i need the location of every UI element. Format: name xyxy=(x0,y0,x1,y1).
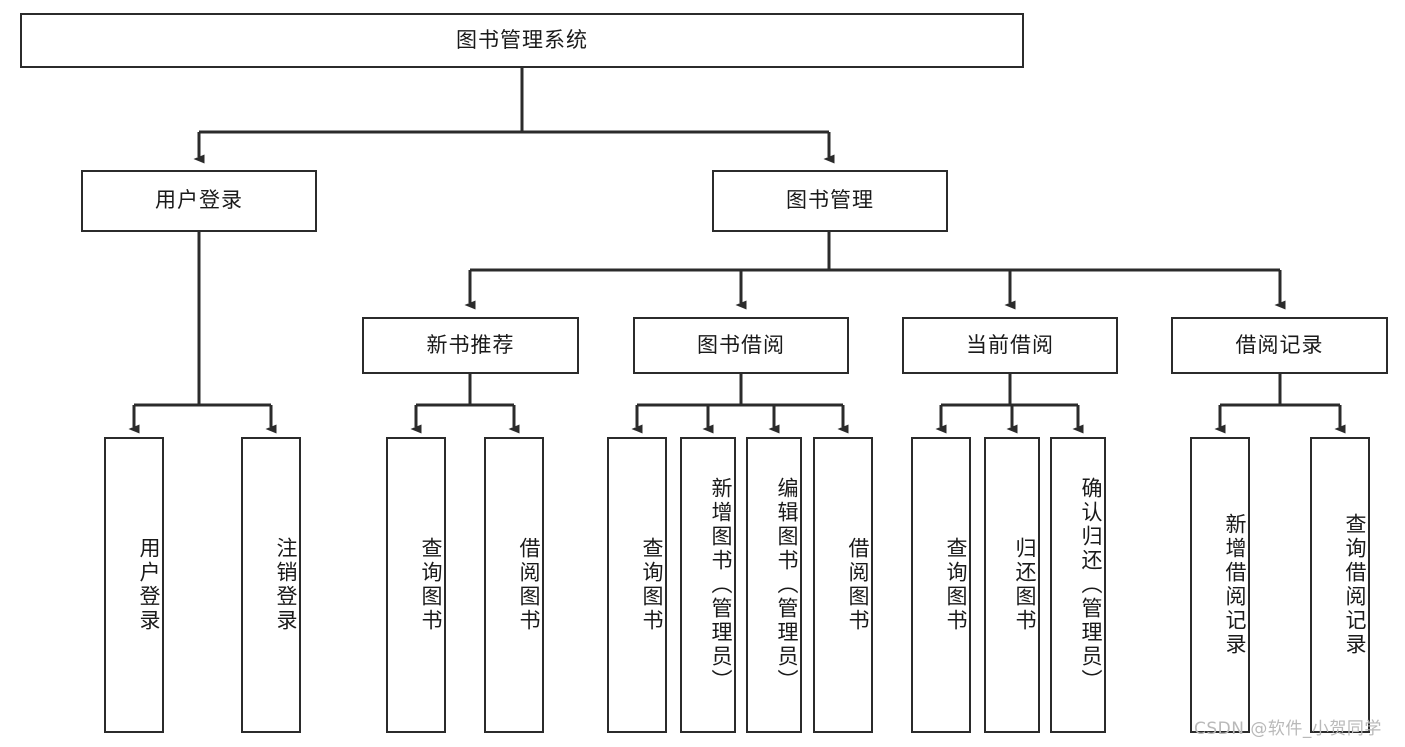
leaf-query-book-new-label: 查询图书 xyxy=(419,537,443,633)
node-new-book-recommend[interactable]: 新书推荐 xyxy=(362,317,579,374)
leaf-add-borrow-record-label: 新增借阅记录 xyxy=(1223,513,1247,657)
leaf-add-borrow-record[interactable]: 新增借阅记录 xyxy=(1190,437,1250,733)
node-current-borrow[interactable]: 当前借阅 xyxy=(902,317,1118,374)
leaf-query-book-new[interactable]: 查询图书 xyxy=(386,437,446,733)
leaf-query-borrow-record[interactable]: 查询借阅记录 xyxy=(1310,437,1370,733)
leaf-borrow-book-label: 借阅图书 xyxy=(846,537,870,633)
node-current-borrow-label: 当前借阅 xyxy=(966,332,1054,357)
node-book-management-label: 图书管理 xyxy=(786,188,874,213)
leaf-confirm-return-admin-label: 确认归还（管理员） xyxy=(1079,477,1103,693)
leaf-edit-book-admin[interactable]: 编辑图书（管理员） xyxy=(746,437,802,733)
node-root[interactable]: 图书管理系统 xyxy=(20,13,1024,68)
leaf-query-book-current[interactable]: 查询图书 xyxy=(911,437,971,733)
node-borrow-records-label: 借阅记录 xyxy=(1235,332,1324,357)
leaf-user-login[interactable]: 用户登录 xyxy=(104,437,164,733)
leaf-user-login-label: 用户登录 xyxy=(137,537,161,633)
leaf-edit-book-admin-label: 编辑图书（管理员） xyxy=(775,477,799,693)
node-borrow-records[interactable]: 借阅记录 xyxy=(1171,317,1388,374)
node-book-borrow-label: 图书借阅 xyxy=(697,332,785,357)
leaf-add-book-admin[interactable]: 新增图书（管理员） xyxy=(680,437,736,733)
node-root-label: 图书管理系统 xyxy=(456,27,588,52)
leaf-query-book-borrow[interactable]: 查询图书 xyxy=(607,437,667,733)
leaf-return-book-label: 归还图书 xyxy=(1013,537,1037,633)
leaf-return-book[interactable]: 归还图书 xyxy=(984,437,1040,733)
node-user-login[interactable]: 用户登录 xyxy=(81,170,317,232)
leaf-add-book-admin-label: 新增图书（管理员） xyxy=(709,477,733,693)
leaf-query-book-borrow-label: 查询图书 xyxy=(640,537,664,633)
node-book-borrow[interactable]: 图书借阅 xyxy=(633,317,849,374)
leaf-borrow-book[interactable]: 借阅图书 xyxy=(813,437,873,733)
node-user-login-label: 用户登录 xyxy=(155,188,243,213)
leaf-borrow-book-new[interactable]: 借阅图书 xyxy=(484,437,544,733)
node-new-book-recommend-label: 新书推荐 xyxy=(426,332,515,357)
leaf-logout[interactable]: 注销登录 xyxy=(241,437,301,733)
leaf-borrow-book-new-label: 借阅图书 xyxy=(517,537,541,633)
leaf-confirm-return-admin[interactable]: 确认归还（管理员） xyxy=(1050,437,1106,733)
leaf-query-borrow-record-label: 查询借阅记录 xyxy=(1343,513,1367,657)
node-book-management[interactable]: 图书管理 xyxy=(712,170,948,232)
leaf-query-book-current-label: 查询图书 xyxy=(944,537,968,633)
leaf-logout-label: 注销登录 xyxy=(274,537,298,633)
